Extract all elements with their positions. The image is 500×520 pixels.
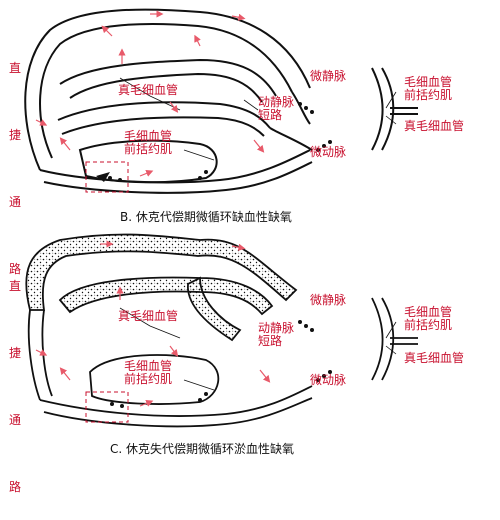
- panel-c-upper-loop: [58, 276, 274, 316]
- panel-b-arteriole: [39, 149, 311, 184]
- panel-b-shunt-char-2: 捷: [8, 128, 21, 142]
- panel-b-middle-channel-lower: [61, 116, 265, 137]
- microcirculation-diagram: [24, 8, 418, 428]
- panel-b-upper-loop-inner: [69, 72, 263, 103]
- panel-c-middle-loop: [187, 276, 242, 342]
- panel-c-sphincter-dots: [110, 320, 332, 408]
- panel-c-sphincter-label: 毛细血管 前括约肌: [124, 359, 173, 386]
- panel-c-vessels: [25, 233, 418, 428]
- panel-c-shunt-char-3: 通: [8, 413, 21, 427]
- panel-b-shunt-char-4: 路: [8, 262, 21, 276]
- panel-c-inset-sphincter-label: 毛细血管 前括约肌: [404, 305, 453, 332]
- panel-b-av-shunt-label: 动静脉 短路: [258, 95, 295, 122]
- panel-b-true-capillary-label: 真毛细血管: [118, 83, 179, 97]
- panel-c-venule-label: 微静脉: [310, 293, 347, 307]
- panel-b-middle-channel: [57, 101, 271, 129]
- panel-c-shunt-char-4: 路: [8, 480, 21, 494]
- panel-b-inset-sphincter-label: 毛细血管 前括约肌: [404, 75, 453, 102]
- panel-b-shunt-char-3: 通: [8, 195, 21, 209]
- panel-c-inset-true-capillary-label: 真毛细血管: [404, 351, 465, 365]
- panel-c-outer-vessel: [25, 233, 298, 311]
- panel-c-flow-arrows: [35, 240, 271, 407]
- panel-b-venule-label: 微静脉: [310, 69, 347, 83]
- panel-c-left-vessel-inner: [41, 309, 53, 397]
- panel-b-highlight-box: [85, 161, 129, 193]
- panel-c-arteriole-label: 微动脉: [310, 373, 347, 387]
- panel-c-arteriole-lower: [43, 397, 313, 428]
- panel-b-outer-vessel-inner: [39, 22, 293, 159]
- panel-c-arteriole: [39, 385, 313, 417]
- microcirculation-figure: 直 捷 通 路 真毛细血管 毛细血管 前括约肌 微静脉 动静脉 短路 微动脉 毛…: [8, 8, 465, 494]
- panel-c-av-shunt-label: 动静脉 短路: [258, 321, 295, 348]
- panel-c-true-capillary-label: 真毛细血管: [118, 309, 179, 323]
- panel-b-outer-vessel: [24, 8, 311, 171]
- panel-c-inset-vessel-2: [381, 297, 395, 381]
- panel-b-shunt-char-1: 直: [8, 61, 21, 75]
- panel-c-highlight-box: [85, 391, 129, 423]
- panel-b-sphincter-label: 毛细血管 前括约肌: [124, 129, 173, 156]
- panel-c-inset-vessel: [371, 297, 384, 381]
- panel-c-lower-loop: [89, 354, 220, 405]
- panel-c-left-vessel: [27, 309, 41, 401]
- panel-b-sphincter-dots: [96, 102, 332, 182]
- panel-b-inset-vessel-2: [381, 67, 395, 151]
- panel-c-shunt-char-2: 捷: [8, 346, 21, 360]
- panel-b-vessels: [24, 8, 418, 194]
- panel-b-flow-arrows: [35, 10, 265, 177]
- panel-c-caption: C. 休克失代偿期微循环淤血性缺氧: [110, 442, 295, 456]
- panel-b-shunt-path-label: 直 捷 通 路: [8, 36, 23, 302]
- panel-b-inset-vessel: [371, 67, 384, 151]
- panel-c-shunt-path-label: 直 捷 通 路: [8, 254, 23, 520]
- panel-b-caption: B. 休克代偿期微循环缺血性缺氧: [120, 210, 292, 224]
- panel-b-arteriole-label: 微动脉: [310, 145, 347, 159]
- panel-c-shunt-char-1: 直: [8, 279, 21, 293]
- panel-b-inset-true-capillary-label: 真毛细血管: [404, 119, 465, 133]
- panel-b-upper-loop: [59, 58, 277, 97]
- panel-b-arteriole-lower: [43, 161, 313, 194]
- panel-b-shunt: [269, 127, 313, 151]
- panel-b-venule: [291, 91, 311, 125]
- panel-c-pointer-lines: [119, 307, 397, 391]
